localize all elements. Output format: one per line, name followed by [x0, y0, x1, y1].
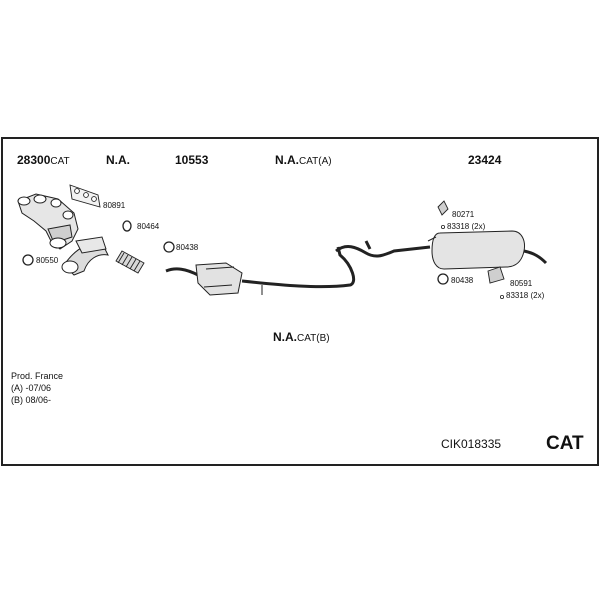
- part-label-80891: 80891: [103, 201, 126, 210]
- note-production: Prod. France: [11, 371, 64, 381]
- exhaust-system-drawing: [17, 184, 548, 299]
- front-bend-pipe-drawing: [61, 236, 109, 276]
- note-variant-b: (B) 08/06-: [11, 395, 52, 405]
- rear-silencer-part-number: 23424: [468, 153, 502, 167]
- cat-b-suffix: CAT(B): [297, 333, 330, 344]
- part-label-80438-front: 80438: [176, 243, 199, 252]
- rear-pipe-drawing: [335, 240, 431, 258]
- sheet-border: [1, 137, 599, 466]
- clamp-drawings: [22, 241, 449, 285]
- part-label-80464: 80464: [137, 222, 160, 231]
- cat-b-header: N.A.CAT(B): [273, 331, 330, 344]
- hanger-80591-drawing: [487, 266, 505, 284]
- part-label-80550: 80550: [36, 256, 59, 265]
- part-label-80438-rear: 80438: [451, 276, 474, 285]
- part-label-80591: 80591: [510, 279, 533, 288]
- part-label-83318-top: 83318 (2x): [447, 222, 486, 231]
- cat-b-na-label: N.A.: [273, 330, 297, 344]
- hanger-80271-drawing: [437, 200, 449, 216]
- manifold-part-number: 28300: [17, 153, 51, 167]
- manifold-header: 28300CAT: [17, 154, 70, 167]
- kit-type-label: CAT: [546, 433, 584, 454]
- part-label-80271: 80271: [452, 210, 475, 219]
- kit-code: CIK018335: [441, 437, 502, 451]
- front-na-label: N.A.: [106, 153, 130, 167]
- flexible-pipe-drawing: [115, 250, 145, 274]
- cat-a-suffix: CAT(A): [299, 156, 332, 167]
- nut-83318-drawings: [440, 225, 504, 299]
- note-variant-a: (A) -07/06: [11, 383, 52, 393]
- part-label-83318-bottom: 83318 (2x): [506, 291, 545, 300]
- gasket-80464-drawing: [122, 220, 132, 232]
- diagram-sheet: 28300CAT N.A. 10553 N.A.CAT(A) 23424 808…: [0, 137, 600, 466]
- manifold-suffix: CAT: [50, 156, 70, 167]
- cat-a-na-label: N.A.: [275, 153, 299, 167]
- catalytic-converter-drawing: [165, 246, 356, 296]
- front-pipe-part-number: 10553: [175, 153, 209, 167]
- cat-a-header: N.A.CAT(A): [275, 154, 332, 167]
- exhaust-manifold-drawing: [17, 193, 79, 250]
- rear-silencer-drawing: [427, 230, 548, 270]
- manifold-gasket-drawing: [69, 184, 101, 208]
